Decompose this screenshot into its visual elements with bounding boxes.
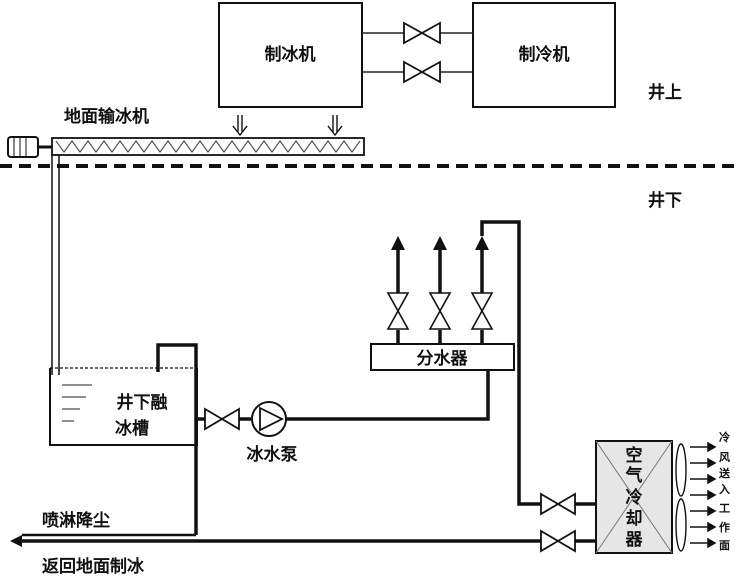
ice-drop-pipe — [51, 155, 60, 375]
cool-air-char-5: 工 — [719, 502, 730, 515]
air-cooler-char-4: 却 — [626, 508, 643, 529]
ice-machine-box — [218, 2, 363, 108]
return-ground-label: 返回地面制冰 — [42, 556, 145, 577]
above-ground-label: 井上 — [648, 82, 682, 103]
outlet-valve-icon — [386, 292, 410, 313]
ground-conveyor-label: 地面输冰机 — [64, 106, 149, 127]
air-cooler-char-1: 空 — [626, 445, 643, 466]
cool-air-char-1: 冷 — [719, 430, 730, 444]
air-cooler-char-2: 气 — [625, 465, 643, 486]
cool-air-char-4: 入 — [719, 483, 730, 496]
flow-arrow-icon — [391, 236, 405, 250]
return-arrow-icon — [10, 535, 22, 547]
distributor-outlet-2 — [428, 236, 452, 344]
cooler-supply-pipe — [480, 220, 541, 506]
upper-valve-icon — [403, 21, 441, 45]
distributor-outlet-1 — [386, 236, 410, 344]
distributor-box — [370, 343, 515, 371]
ice-water-pump-label: 冰水泵 — [247, 444, 298, 465]
lower-valve-icon — [403, 60, 441, 84]
cooler-inlet-valve-icon — [540, 492, 576, 516]
cool-air-char-3: 送 — [718, 466, 731, 480]
refrigerator-box — [472, 2, 616, 108]
cooler-outlet-valve-icon — [540, 529, 576, 553]
fan-icon — [675, 443, 687, 552]
distributor-label: 分水器 — [417, 348, 469, 369]
ice-drop-arrow-icon — [327, 115, 343, 137]
cool-air-char-7: 面 — [719, 539, 730, 552]
air-cooler-char-5: 器 — [625, 530, 644, 550]
melt-tank-label-line1: 井下融 — [117, 392, 168, 413]
ice-machine-label: 制冰机 — [265, 44, 316, 65]
underground-label: 井下 — [648, 190, 682, 211]
ice-water-pump-icon — [251, 401, 287, 437]
spray-dust-label: 喷淋降尘 — [42, 510, 110, 531]
tank-return-pipe — [156, 343, 198, 535]
air-cooler — [595, 440, 673, 554]
screw-conveyor — [51, 137, 365, 156]
melt-tank-label-line2: 冰槽 — [115, 418, 149, 439]
refrigerator-label: 制冷机 — [519, 44, 570, 65]
ice-drop-arrow-icon — [232, 115, 248, 137]
cool-air-char-2: 风 — [719, 450, 730, 464]
airflow-arrows — [690, 441, 717, 549]
distributor-outlet-3 — [470, 236, 494, 344]
air-cooler-char-3: 冷 — [626, 487, 643, 508]
motor-icon — [7, 136, 52, 158]
pump-inlet-valve-icon — [204, 407, 240, 431]
pump-to-distributor-pipe — [286, 369, 490, 421]
cool-air-char-6: 作 — [719, 520, 730, 534]
